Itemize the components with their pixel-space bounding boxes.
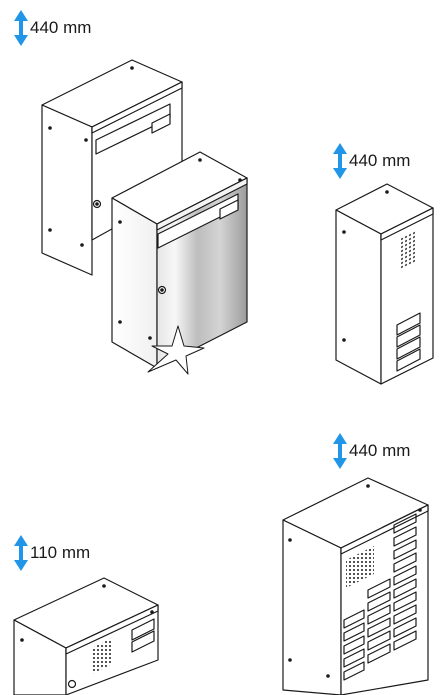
intercom-panel-small xyxy=(13,577,159,695)
dimension-label: 440 mm xyxy=(349,151,411,170)
mailbox-front-stainless xyxy=(111,151,248,375)
intercom-panel-large xyxy=(282,477,429,695)
name-buttons xyxy=(131,618,155,653)
double-arrow-icon xyxy=(333,143,347,179)
dimension-marker-mailbox-pair: 440 mm xyxy=(14,10,91,46)
dimension-label: 440 mm xyxy=(30,18,92,37)
name-buttons xyxy=(396,312,421,372)
dimension-marker-large-panel: 440 mm xyxy=(333,433,410,469)
dimension-marker-tall-panel: 440 mm xyxy=(333,143,410,179)
dimension-label: 440 mm xyxy=(349,441,411,460)
double-arrow-icon xyxy=(333,433,347,469)
intercom-panel-tall xyxy=(335,183,434,385)
dimension-label: 110 mm xyxy=(30,543,91,562)
double-arrow-icon xyxy=(14,535,28,571)
name-buttons xyxy=(343,513,417,681)
double-arrow-icon xyxy=(14,10,28,46)
dimension-marker-small-panel: 110 mm xyxy=(14,535,90,571)
